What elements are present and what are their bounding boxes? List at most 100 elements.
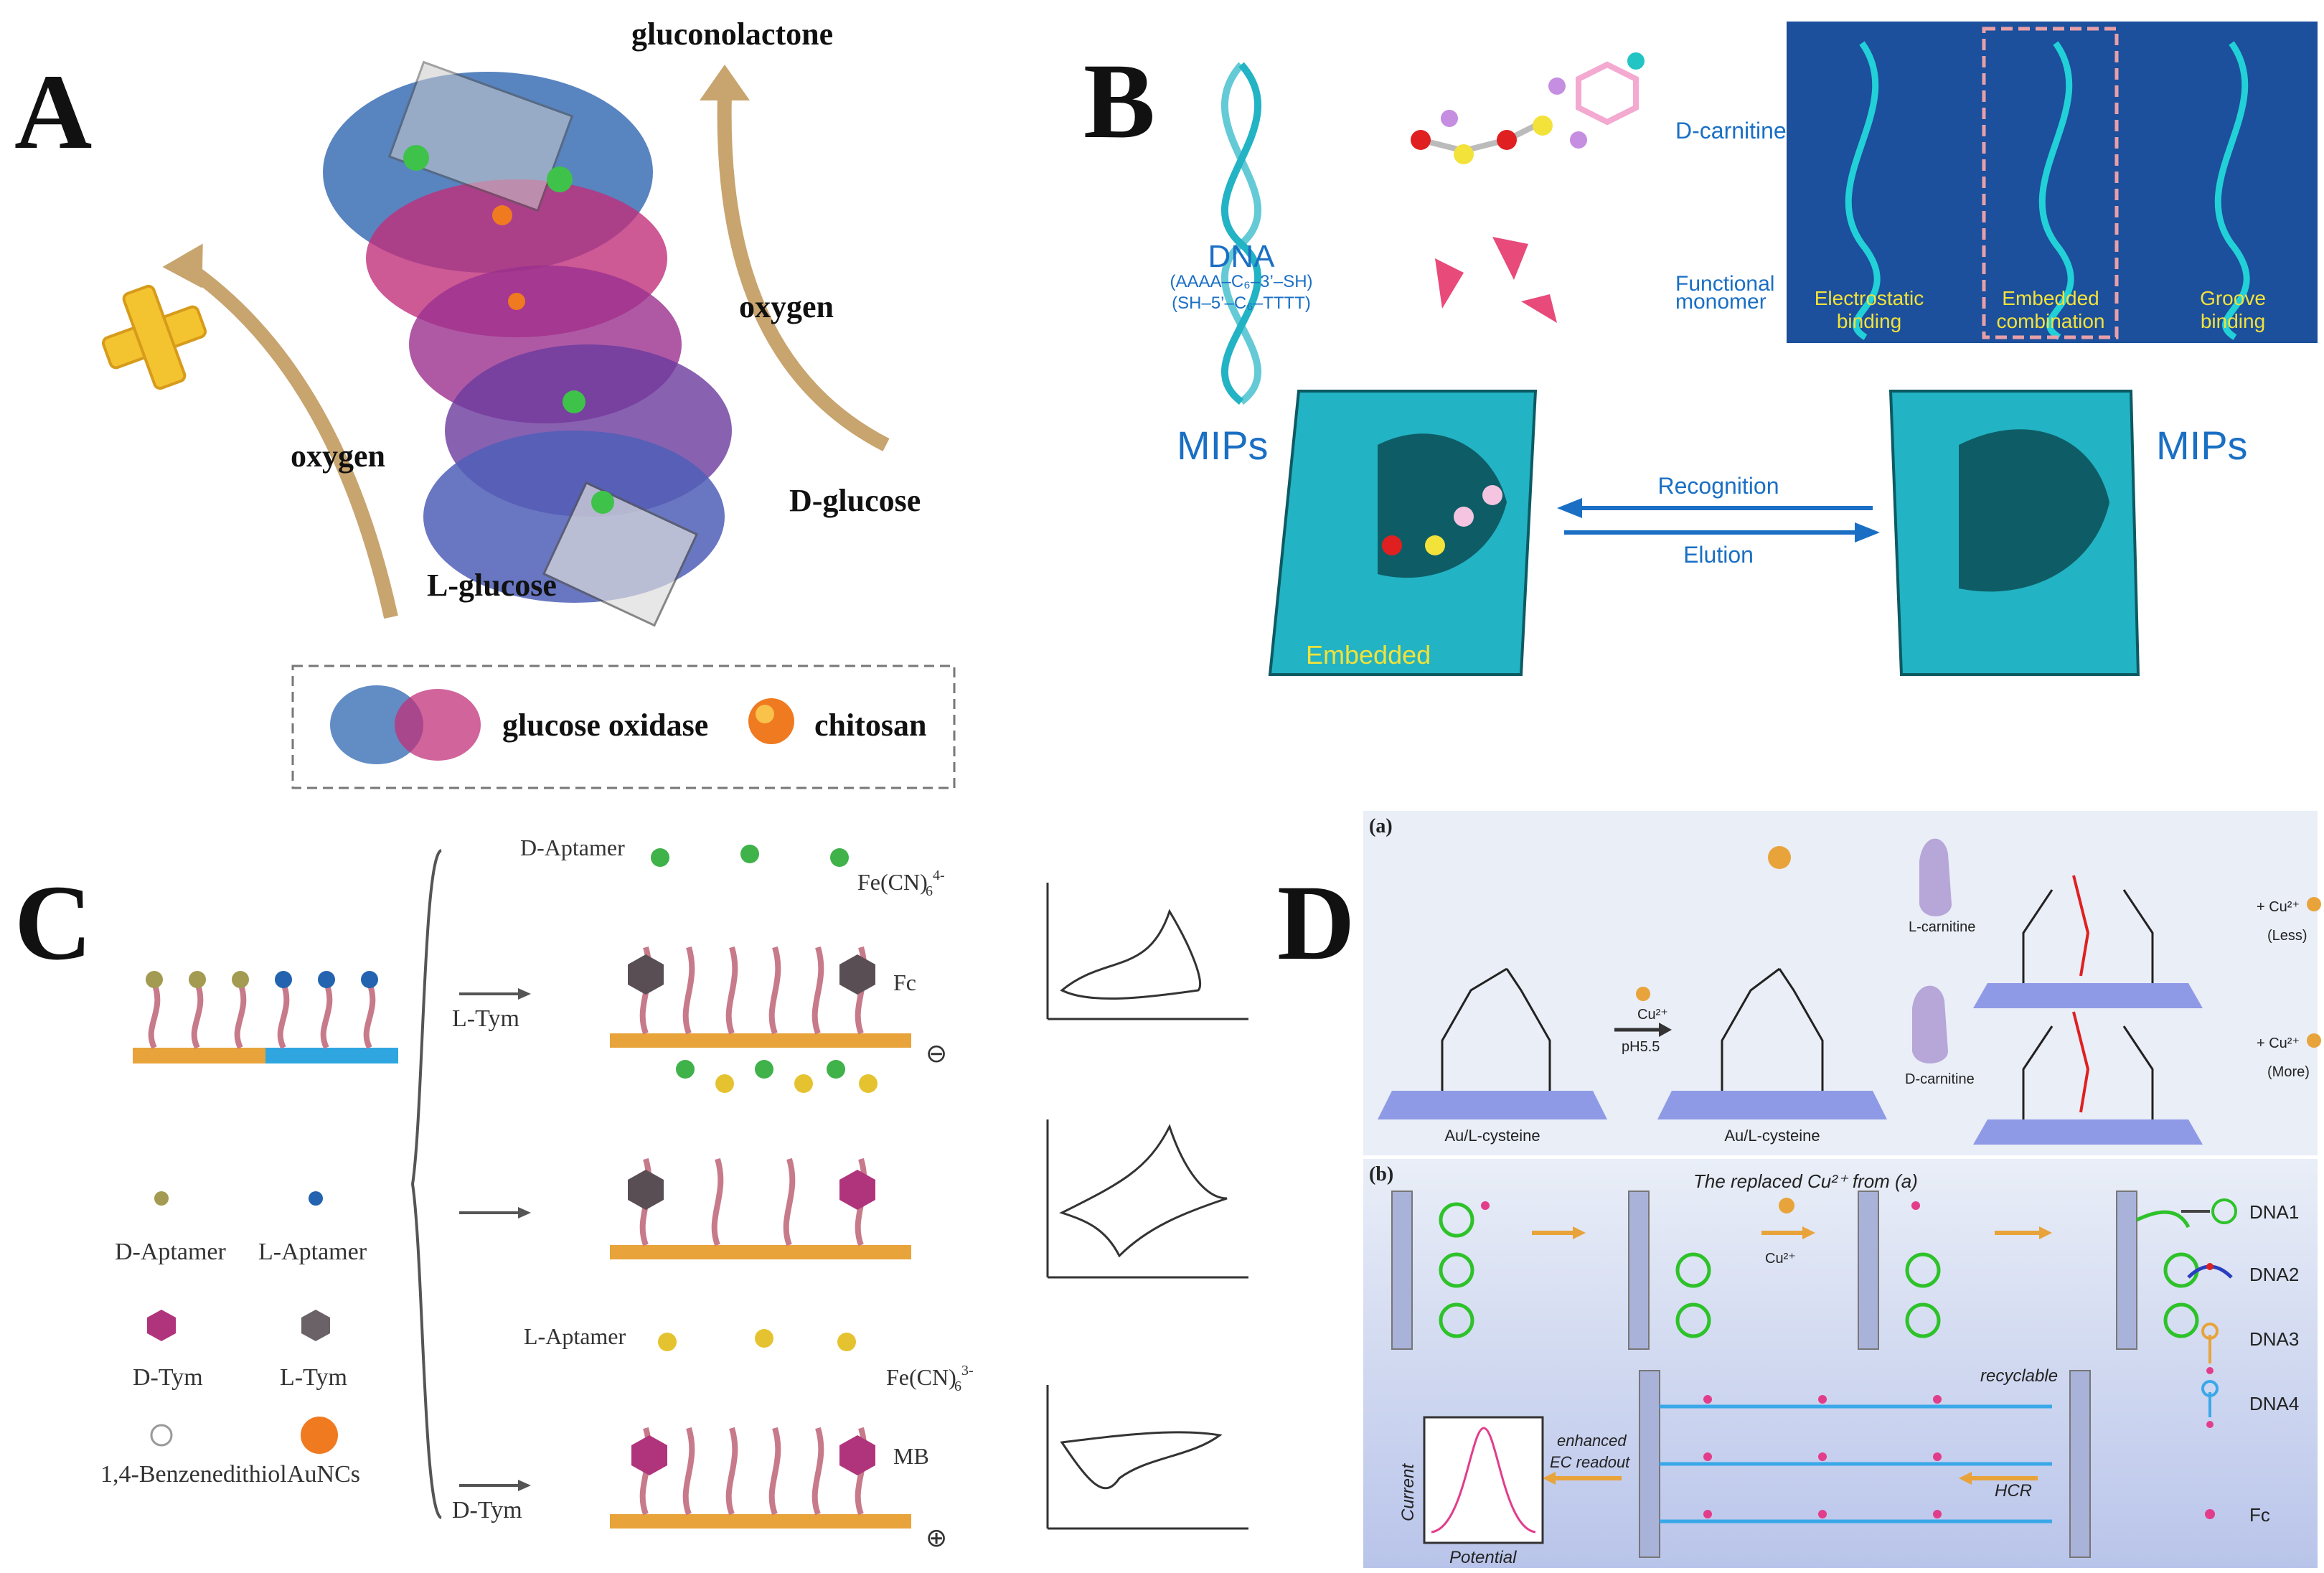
label-d-aptamer-top: D-Aptamer [520, 835, 625, 860]
legend-dna3: DNA3 [2249, 1328, 2299, 1350]
label-enhanced-2: EC readout [1550, 1453, 1630, 1471]
arrow-left [186, 263, 398, 619]
label-less: (Less) [2267, 928, 2307, 944]
label-cu-b: Cu²⁺ [1765, 1251, 1796, 1267]
brace [410, 849, 443, 1519]
arrow-right [717, 93, 890, 451]
legend-auncs-icon [301, 1417, 338, 1454]
legend-d-tym: D-Tym [133, 1364, 203, 1391]
panel-a-diagram: gluconolactone oxygen oxygen D-glucose L… [101, 17, 956, 789]
label-recognition: Recognition [1658, 473, 1779, 499]
cv-plot-bottom [1046, 1385, 1248, 1530]
cv-plot-top [1046, 883, 1248, 1020]
label-plus: ⊕ [926, 1523, 947, 1552]
panel-d-label: D [1277, 863, 1355, 982]
label-fecn-bottom-sup: 3- [961, 1363, 974, 1379]
surface-au-3 [1973, 983, 2203, 1008]
label-hcr: HCR [1995, 1481, 2032, 1501]
surface-au-4 [1973, 1119, 2203, 1145]
cv-plot-middle [1046, 1119, 1248, 1279]
label-fecn-bottom-sub: 6 [954, 1379, 961, 1394]
label-cu-reagent: Cu²⁺ [1637, 1007, 1668, 1023]
label-elution: Elution [1683, 542, 1754, 568]
label-ph: pH5.5 [1622, 1039, 1660, 1055]
legend-benzenedithiol-icon [150, 1424, 173, 1447]
d-carnitine-molecule-icon [1411, 52, 1645, 164]
label-replaced-cu: The replaced Cu²⁺ from (a) [1693, 1170, 1918, 1192]
label-au-cys-1: Au/L-cysteine [1444, 1127, 1540, 1145]
label-sub-b: (b) [1369, 1163, 1393, 1185]
label-current: Current [1398, 1463, 1418, 1521]
legend-dna2: DNA2 [2249, 1264, 2299, 1285]
legend-fc: Fc [2249, 1504, 2270, 1526]
legend-chitosan: chitosan [814, 708, 926, 743]
label-l-aptamer-bottom: L-Aptamer [524, 1323, 626, 1349]
electrode-middle [610, 1245, 911, 1259]
embedded-highlight-box [1982, 27, 2119, 339]
label-fecn-top-sup: 4- [933, 868, 945, 883]
legend-enzyme-icon [330, 685, 481, 764]
label-dna: DNA [1208, 239, 1276, 274]
label-cu-more: + Cu²⁺ [2257, 1036, 2300, 1051]
label-enhanced-1: enhanced [1557, 1432, 1627, 1450]
panel-c: C D-Aptamer L-Aptamer D-Tym L-Tym 1,4-Be… [0, 811, 1263, 1573]
label-fecn-top-sub: 6 [926, 883, 933, 899]
dna-helix-icon [1220, 62, 1262, 405]
label-gluconolactone: gluconolactone [631, 17, 833, 52]
label-fecn-top: Fe(CN) [857, 869, 928, 895]
label-fc: Fc [893, 969, 916, 995]
legend-d-aptamer: D-Aptamer [115, 1239, 227, 1265]
label-sub-a: (a) [1369, 815, 1393, 837]
electrode-bottom [610, 1514, 911, 1529]
panel-c-label: C [14, 863, 93, 982]
label-groove-2: binding [2201, 310, 2265, 332]
panel-c-diagram: D-Aptamer L-Aptamer D-Tym L-Tym 1,4-Benz… [100, 835, 1248, 1552]
surface-au-1 [1378, 1091, 1607, 1119]
enzyme-nanotube-cluster [323, 60, 732, 627]
label-recyclable: recyclable [1980, 1366, 2058, 1386]
legend-benzenedithiol: 1,4-Benzenedithiol [100, 1461, 287, 1488]
cu-ion-icon [1768, 846, 1791, 869]
surface-au-2 [1657, 1091, 1887, 1119]
legend-l-tym-icon [301, 1310, 330, 1341]
panel-b-diagram: DNA (AAAA–C₆–3’–SH) (SH–5’–C₆–TTTT) D-ca… [1170, 22, 2318, 676]
legend-l-tym: L-Tym [280, 1364, 347, 1391]
electrode-top [610, 1033, 911, 1048]
label-au-cys-2: Au/L-cysteine [1724, 1127, 1820, 1145]
panel-b-label: B [1083, 42, 1156, 161]
label-dna-seq1: (AAAA–C₆–3’–SH) [1170, 272, 1312, 291]
panel-a-label: A [14, 52, 93, 172]
legend-l-aptamer: L-Aptamer [258, 1239, 367, 1265]
label-mb: MB [893, 1443, 929, 1469]
label-oxygen-right: oxygen [739, 289, 834, 324]
hand-left-icon [1919, 838, 1952, 916]
arrow-left-head [162, 243, 203, 288]
label-functional-2: monomer [1675, 290, 1766, 314]
panel-a: A gluconolactone oxygen o [0, 0, 1005, 804]
legend-glucose-oxidase: glucose oxidase [502, 708, 708, 743]
cross-icon [101, 284, 207, 390]
label-d-tym-arrow: D-Tym [452, 1497, 522, 1523]
label-l-tym-arrow: L-Tym [452, 1005, 519, 1032]
label-more: (More) [2267, 1064, 2310, 1080]
current-plot [1423, 1416, 1544, 1544]
label-oxygen-left: oxygen [291, 438, 385, 474]
label-d-glucose: D-glucose [789, 483, 921, 518]
label-embedded: Embedded [1306, 640, 1431, 670]
label-electrostatic-2: binding [1837, 310, 1901, 332]
legend-dna1: DNA1 [2249, 1201, 2299, 1223]
legend-d-tym-icon [147, 1310, 176, 1341]
panel-d: D (a) Au/L-cysteine Au/L-c [1263, 804, 2324, 1573]
label-l-glucose: L-glucose [427, 568, 557, 603]
label-fecn-bottom: Fe(CN) [886, 1364, 956, 1390]
label-mips-right: MIPs [2156, 423, 2248, 468]
label-groove-1: Groove [2200, 287, 2266, 309]
panel-b: B DNA (AAAA–C₆–3’–SH) (SH–5’–C₆–TTTT) D-… [1062, 0, 2324, 804]
label-mips-left: MIPs [1177, 423, 1269, 468]
functional-monomer-icon [1435, 237, 1557, 323]
legend-dna4: DNA4 [2249, 1393, 2299, 1414]
panel-d-diagram: (a) Au/L-cysteine Au/L-cysteine Cu²⁺ pH5… [1363, 811, 2321, 1568]
label-electrostatic-1: Electrostatic [1815, 287, 1924, 309]
label-d-carnitine: D-carnitine [1675, 118, 1787, 144]
label-functional-1: Functional [1675, 272, 1774, 296]
